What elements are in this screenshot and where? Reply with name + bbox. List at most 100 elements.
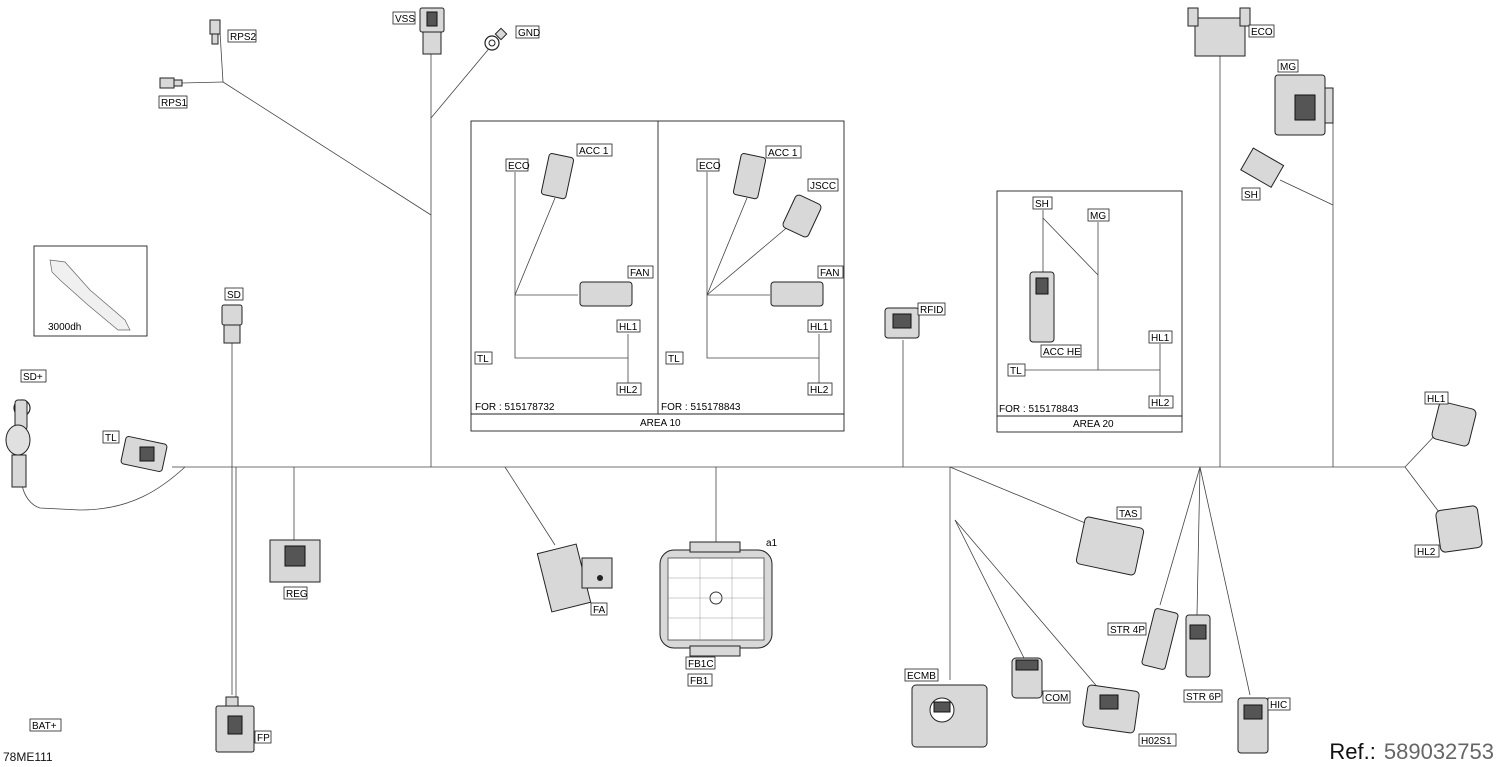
- svg-text:RPS2: RPS2: [230, 32, 257, 43]
- area10-title: AREA 10: [640, 418, 681, 429]
- connector-gnd-ring: [484, 27, 508, 51]
- harness-wires: [21, 31, 1446, 705]
- connector-sd-plus-key: [5, 399, 31, 488]
- svg-text:SH: SH: [1035, 199, 1049, 210]
- connector-reg: [269, 539, 321, 583]
- label-tas: TAS: [1116, 506, 1142, 520]
- svg-text:HIC: HIC: [1270, 700, 1287, 711]
- svg-text:RPS1: RPS1: [161, 98, 188, 109]
- connector-rfid: [884, 307, 920, 339]
- connector-hl2-right: [1435, 505, 1483, 553]
- area-20-inset: [996, 190, 1183, 433]
- svg-text:FOR : 515178843: FOR : 515178843: [999, 404, 1079, 415]
- svg-text:ECO: ECO: [1251, 27, 1273, 38]
- svg-text:COM: COM: [1045, 693, 1068, 704]
- connector-sh-right: [1240, 147, 1285, 188]
- svg-text:FB1: FB1: [690, 676, 709, 687]
- label-com: COM: [1042, 690, 1071, 704]
- svg-text:FP: FP: [257, 733, 270, 744]
- label-hl2-right: HL2: [1414, 544, 1440, 558]
- svg-text:HL2: HL2: [1151, 398, 1170, 409]
- svg-text:HL2: HL2: [619, 385, 638, 396]
- label-sh-right: SH: [1241, 187, 1261, 201]
- connector-str-6p: [1185, 614, 1211, 678]
- svg-text:TL: TL: [105, 433, 117, 444]
- connector-rps2: [209, 19, 221, 45]
- label-h02s1: H02S1: [1138, 733, 1177, 747]
- svg-text:FA: FA: [593, 605, 606, 616]
- svg-text:ACC HE: ACC HE: [1043, 347, 1081, 358]
- svg-text:ECO: ECO: [699, 161, 721, 172]
- svg-text:MG: MG: [1280, 62, 1296, 73]
- label-sd-plus: SD+: [20, 369, 47, 383]
- reference-label: Ref.:: [1329, 739, 1376, 764]
- svg-text:TAS: TAS: [1119, 509, 1138, 520]
- svg-text:SD: SD: [227, 290, 241, 301]
- svg-text:SD+: SD+: [23, 372, 43, 383]
- svg-text:FOR : 515178843: FOR : 515178843: [661, 402, 741, 413]
- fuse-box-fb1c: [659, 541, 773, 657]
- connector-hl1-right: [1431, 401, 1477, 447]
- thumbnail-3000dh: 3000dh: [33, 245, 148, 337]
- label-fa: FA: [590, 602, 608, 616]
- svg-text:HL1: HL1: [619, 322, 638, 333]
- label-a1: a1: [766, 538, 778, 549]
- area20-title: AREA 20: [1073, 419, 1114, 430]
- label-ecmb: ECMB: [904, 668, 939, 682]
- thumbnail-caption: 3000dh: [48, 322, 81, 333]
- reference-number: Ref.: 589032753: [1329, 739, 1494, 765]
- svg-text:FAN: FAN: [820, 268, 839, 279]
- svg-text:FOR : 515178732: FOR : 515178732: [475, 402, 555, 413]
- area10-left-labels: ECO ACC 1 FAN HL1 TL HL2 FOR : 515178732: [474, 143, 654, 413]
- svg-text:JSCC: JSCC: [810, 181, 836, 192]
- connector-str-4p: [1141, 608, 1179, 670]
- label-fb1c: FB1C: [685, 656, 716, 670]
- connector-tl-left: [120, 435, 168, 473]
- svg-text:ECO: ECO: [508, 161, 530, 172]
- svg-text:HL2: HL2: [1417, 547, 1436, 558]
- label-rps1: RPS1: [158, 95, 188, 109]
- connector-h02s1: [1082, 684, 1140, 734]
- diagram-code: 78ME111: [3, 750, 53, 764]
- svg-text:HL1: HL1: [1427, 394, 1446, 405]
- connector-fa: [536, 543, 613, 613]
- svg-text:FAN: FAN: [630, 268, 649, 279]
- svg-text:TL: TL: [668, 354, 680, 365]
- reference-value: 589032753: [1383, 739, 1494, 764]
- connector-fp: [215, 705, 255, 753]
- label-gnd: GND: [515, 25, 540, 39]
- area20-labels: SH MG ACC HE HL1 TL HL2 FOR : 515178843 …: [999, 196, 1174, 430]
- svg-text:HL2: HL2: [810, 385, 829, 396]
- label-hl1-right: HL1: [1424, 391, 1449, 405]
- label-str-4p: STR 4P: [1107, 622, 1147, 636]
- svg-text:VSS: VSS: [395, 14, 415, 25]
- svg-text:REG: REG: [286, 589, 308, 600]
- connector-sd: [221, 304, 243, 344]
- svg-text:ACC 1: ACC 1: [579, 146, 609, 157]
- svg-text:TL: TL: [1010, 366, 1022, 377]
- connector-tas: [1075, 516, 1145, 576]
- svg-text:H02S1: H02S1: [1141, 736, 1172, 747]
- svg-text:STR 6P: STR 6P: [1186, 692, 1221, 703]
- label-bat-plus: BAT+: [29, 718, 62, 732]
- label-str-6p: STR 6P: [1183, 689, 1223, 703]
- connector-vss: [419, 7, 445, 55]
- svg-text:TL: TL: [477, 354, 489, 365]
- label-reg: REG: [283, 586, 308, 600]
- svg-text:HL1: HL1: [810, 322, 829, 333]
- connector-hic: [1237, 697, 1269, 754]
- connector-mg-top: [1274, 74, 1334, 136]
- connector-com: [1011, 657, 1043, 699]
- label-mg-top: MG: [1277, 59, 1299, 73]
- svg-text:MG: MG: [1090, 211, 1106, 222]
- label-fp: FP: [254, 730, 272, 744]
- label-rfid: RFID: [917, 302, 946, 316]
- svg-text:HL1: HL1: [1151, 333, 1170, 344]
- svg-text:BAT+: BAT+: [32, 721, 57, 732]
- area10-right-labels: ECO ACC 1 JSCC FAN HL1 TL HL2 FOR : 5151…: [661, 145, 844, 413]
- svg-text:ECMB: ECMB: [907, 671, 936, 682]
- connector-rps1: [159, 77, 183, 89]
- svg-text:FB1C: FB1C: [688, 659, 714, 670]
- svg-text:ACC 1: ACC 1: [768, 148, 798, 159]
